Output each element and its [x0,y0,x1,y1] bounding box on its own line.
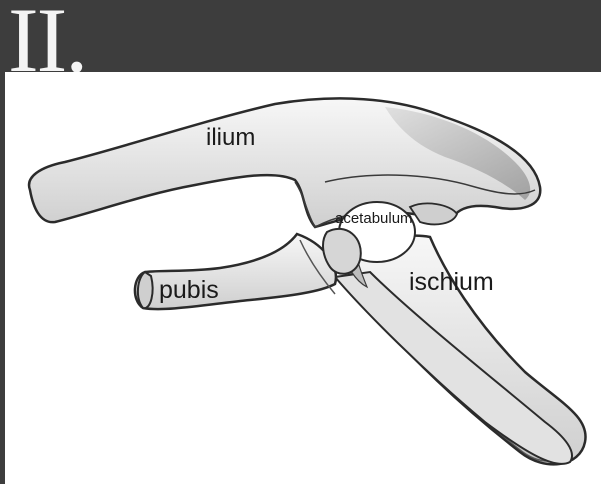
label-pubis: pubis [159,276,219,305]
label-ilium: ilium [206,124,255,152]
label-acetabulum: acetabulum [335,210,413,227]
label-ischium: ischium [409,268,494,297]
pelvis-bone-drawing [5,72,601,484]
pelvis-illustration-panel: ilium acetabulum pubis ischium [5,72,601,484]
